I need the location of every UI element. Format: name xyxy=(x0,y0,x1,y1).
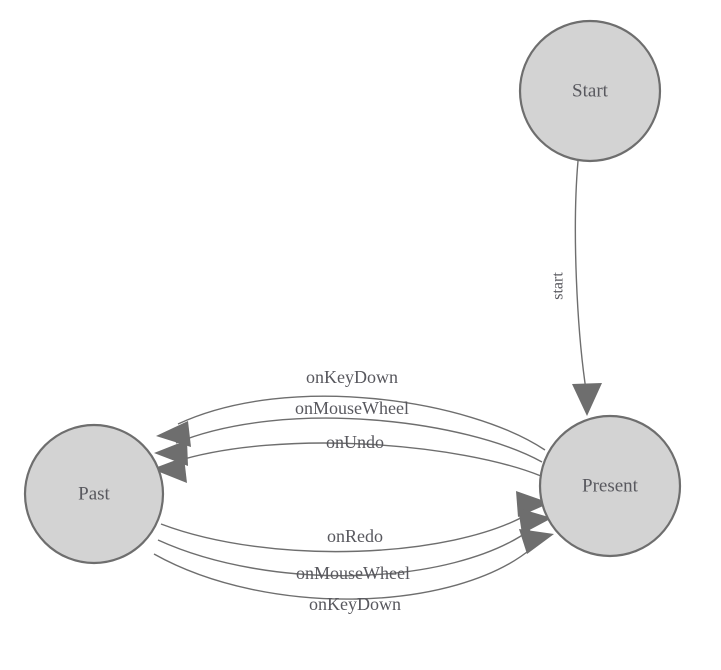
edge-past-to-present-onredo[interactable]: onRedo xyxy=(160,491,550,553)
node-past-label: Past xyxy=(78,484,110,505)
edge-present-to-past-onundo-arrowhead xyxy=(152,457,187,483)
edge-present-to-past-onmousewheel-path xyxy=(175,417,543,463)
edge-past-to-present-onmousewheel-path xyxy=(157,529,531,577)
node-past[interactable]: Past xyxy=(23,423,165,565)
edge-start-to-present[interactable]: start xyxy=(550,160,603,416)
edge-label-past-to-present-onkeydown: onKeyDown xyxy=(309,594,401,614)
edge-label-present-to-past-onundo: onUndo xyxy=(326,432,384,452)
edge-start-to-present-arrowhead xyxy=(572,383,602,416)
node-start-circle xyxy=(518,19,662,163)
node-present-label: Present xyxy=(582,476,639,497)
edge-label-past-to-present-onredo: onRedo xyxy=(327,526,383,546)
node-past-circle xyxy=(23,423,165,565)
edge-label-start: start xyxy=(550,272,567,300)
node-present[interactable]: Present xyxy=(538,414,682,558)
edge-label-present-to-past-onmousewheel: onMouseWheel xyxy=(295,398,409,418)
edge-past-to-present-onkeydown-arrowhead xyxy=(519,529,554,554)
edge-label-present-to-past-onkeydown: onKeyDown xyxy=(306,367,398,387)
edge-present-to-past-onundo[interactable]: onUndo xyxy=(152,432,542,483)
edge-past-to-present-onmousewheel-arrowhead xyxy=(518,508,552,534)
edge-past-to-present-onmousewheel[interactable]: onMouseWheel xyxy=(157,508,552,583)
edge-past-to-present-onkeydown[interactable]: onKeyDown xyxy=(153,529,554,614)
edge-present-to-past-onundo-path xyxy=(173,442,542,477)
node-start-label: Start xyxy=(572,81,609,102)
edge-start-to-present-path xyxy=(574,160,587,391)
node-present-circle xyxy=(538,414,682,558)
edge-present-to-past-onkeydown-path xyxy=(177,395,546,451)
edge-label-past-to-present-onmousewheel: onMouseWheel xyxy=(296,563,410,583)
node-start[interactable]: Start xyxy=(518,19,662,163)
edge-past-to-present-onkeydown-path xyxy=(153,547,533,600)
edge-past-to-present-onredo-path xyxy=(160,513,529,553)
